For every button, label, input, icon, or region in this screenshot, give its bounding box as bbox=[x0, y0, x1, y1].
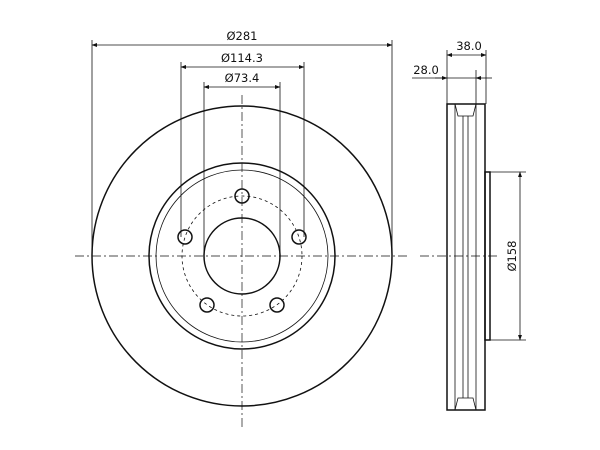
hat-diameter-label: Ø158 bbox=[505, 240, 519, 271]
cooling-vane-bottom bbox=[454, 397, 477, 411]
disc-profile-outline bbox=[446, 103, 486, 411]
bolt-hole-lower-left bbox=[199, 297, 215, 313]
bolt-hole-right bbox=[291, 229, 307, 245]
hat-step bbox=[484, 171, 491, 341]
cooling-vane-top bbox=[454, 103, 477, 117]
disc-thickness-label: 28.0 bbox=[413, 63, 439, 77]
bolt-hole-lower-right bbox=[269, 297, 285, 313]
total-height-label: 38.0 bbox=[456, 39, 482, 53]
outer-diameter-label: Ø281 bbox=[226, 29, 257, 43]
bolt-circle-label: Ø114.3 bbox=[221, 51, 263, 65]
hat-outer-edge bbox=[148, 162, 336, 350]
bolt-hole-top bbox=[234, 188, 250, 204]
center-bore-label: Ø73.4 bbox=[225, 71, 260, 85]
hat-inner-edge bbox=[155, 169, 329, 343]
front-view: Ø281 Ø114.3 Ø73.4 bbox=[75, 29, 410, 430]
bolt-circle-hidden-line bbox=[181, 195, 303, 317]
side-view: 38.0 28.0 Ø158 bbox=[412, 39, 526, 411]
bolt-hole-left bbox=[177, 229, 193, 245]
